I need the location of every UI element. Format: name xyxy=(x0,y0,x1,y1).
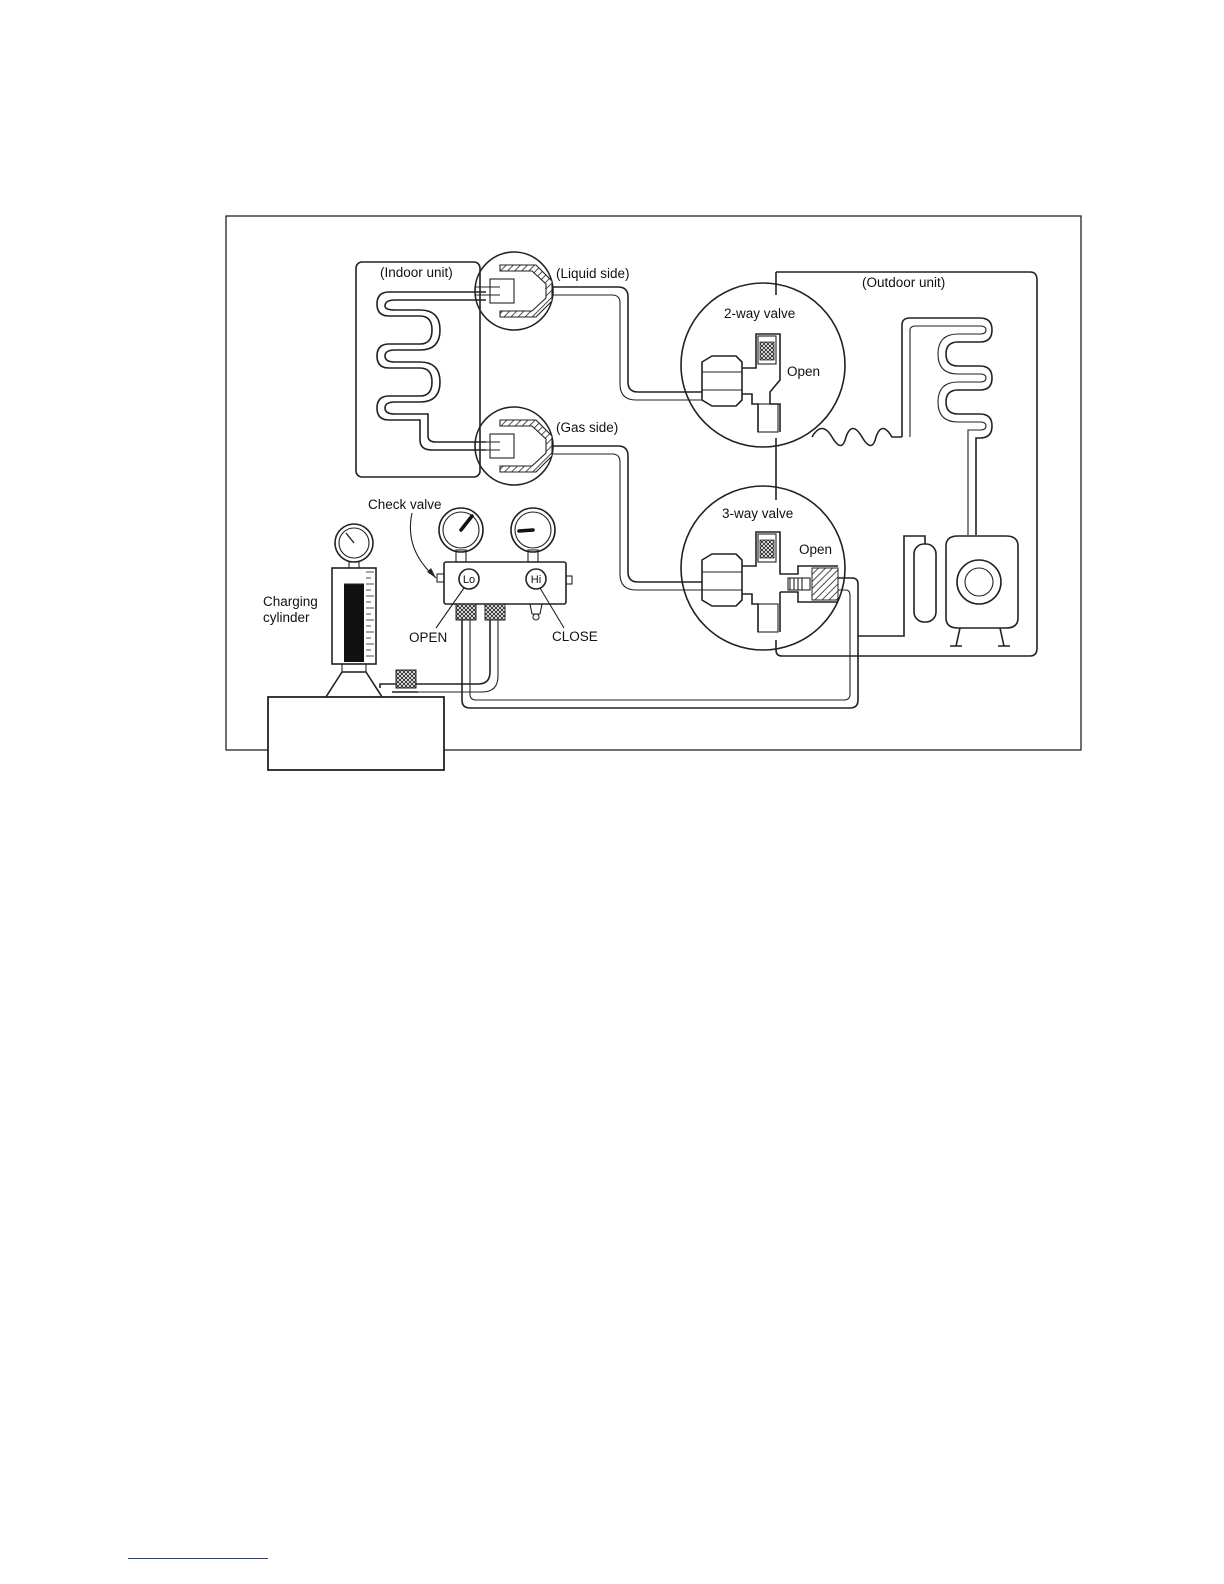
label-gauge-hi: Hi xyxy=(531,574,541,586)
label-hi-close: CLOSE xyxy=(552,629,598,644)
label-gas-side: (Gas side) xyxy=(556,420,618,435)
label-liquid-side: (Liquid side) xyxy=(556,266,630,281)
footer-rule xyxy=(128,1558,268,1559)
label-outdoor-unit: (Outdoor unit) xyxy=(862,275,945,290)
label-charging-cylinder-1: Charging xyxy=(263,594,318,609)
label-gauge-lo: Lo xyxy=(463,574,475,586)
label-indoor-unit: (Indoor unit) xyxy=(380,265,453,280)
label-two-way-open: Open xyxy=(787,364,820,379)
label-check-valve: Check valve xyxy=(368,497,442,512)
label-three-way-open: Open xyxy=(799,542,832,557)
label-two-way-valve: 2-way valve xyxy=(724,306,795,321)
blank-callout-box xyxy=(268,697,444,770)
label-charging-cylinder-2: cylinder xyxy=(263,610,310,625)
diagram-frame xyxy=(226,216,1081,750)
label-three-way-valve: 3-way valve xyxy=(722,506,793,521)
label-lo-open: OPEN xyxy=(409,630,447,645)
